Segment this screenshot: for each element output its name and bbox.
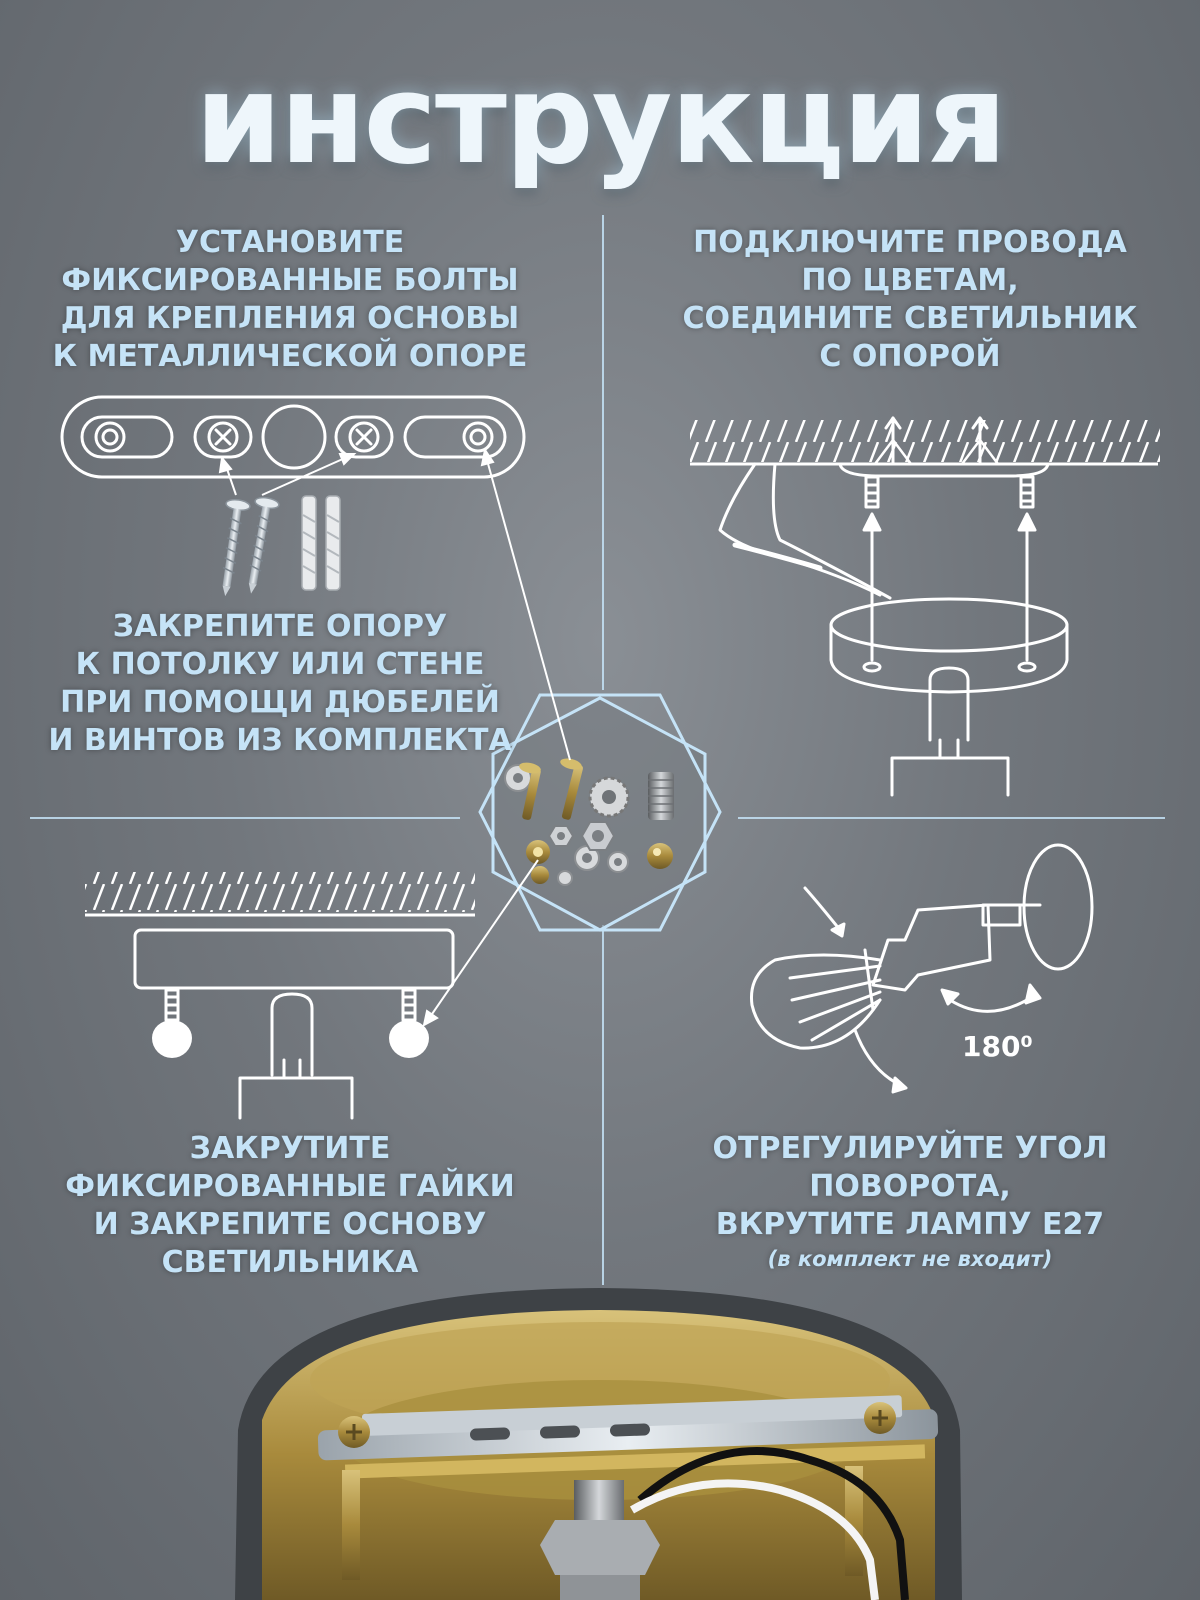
caption-line: с опорой xyxy=(819,339,1001,374)
caption-line: фиксированные болты xyxy=(61,263,519,298)
caption-line: фиксированные гайки xyxy=(65,1169,515,1204)
ceiling-canopy-icon xyxy=(690,416,1160,797)
step-angle-caption: отрегулируйте угол поворота, вкрутите ла… xyxy=(650,1130,1170,1274)
step-nuts-caption: закрутите фиксированные гайки и закрепит… xyxy=(40,1130,540,1282)
caption-line: и винтов из комплекта xyxy=(48,723,512,758)
canopy-nuts-icon xyxy=(85,872,475,1120)
caption-line: для крепления основы xyxy=(60,301,520,336)
bulb-icon xyxy=(749,843,1094,1050)
caption-line: закрутите xyxy=(189,1131,391,1166)
step-mount-caption: закрепите опору к потолку или стене при … xyxy=(30,608,530,760)
screw-icon xyxy=(222,496,280,597)
dowel-icon xyxy=(301,495,341,591)
mounting-bar-icon xyxy=(60,395,526,479)
pointer-arrows xyxy=(218,447,571,1027)
angle-label: 180⁰ xyxy=(962,1030,1033,1063)
hardware-kit-icon xyxy=(478,693,722,932)
caption-line: вкрутите лампу e27 xyxy=(715,1207,1105,1242)
caption-line: закрепите опору xyxy=(112,609,448,644)
step-wires-caption: подключите провода по цветам, соедините … xyxy=(660,224,1160,376)
caption-line: поворота, xyxy=(809,1169,1011,1204)
divider-lines xyxy=(30,215,1165,1285)
caption-line: соедините светильник xyxy=(682,301,1138,336)
caption-line: отрегулируйте угол xyxy=(712,1131,1108,1166)
caption-line: к потолку или стене xyxy=(75,647,485,682)
caption-line: подключите провода xyxy=(693,225,1127,260)
caption-note: (в комплект не входит) xyxy=(767,1247,1053,1271)
caption-line: по цветам, xyxy=(801,263,1019,298)
rotation-arrow-icon xyxy=(803,886,1042,1094)
caption-line: установите xyxy=(175,225,405,260)
caption-line: светильника xyxy=(161,1245,419,1280)
caption-line: и закрепите основу xyxy=(93,1207,487,1242)
step-bolts-caption: установите фиксированные болты для крепл… xyxy=(40,224,540,376)
caption-line: к металлической опоре xyxy=(52,339,528,374)
product-photo xyxy=(235,1288,962,1600)
page-title: инструкция xyxy=(194,48,1007,192)
caption-line: при помощи дюбелей xyxy=(60,685,500,720)
